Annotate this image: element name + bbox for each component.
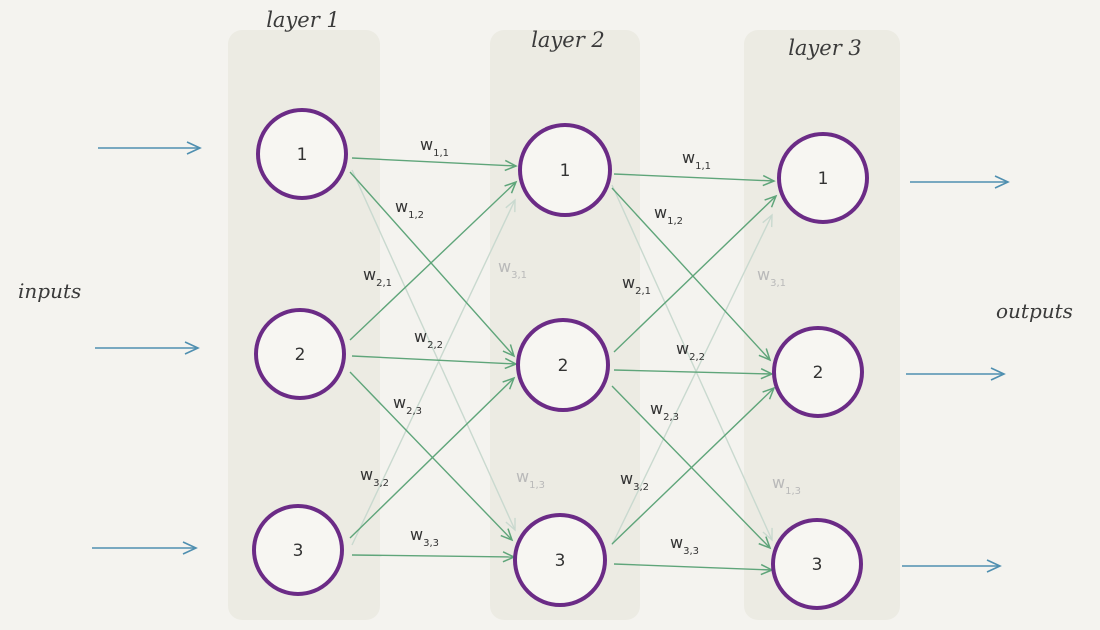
- node-1-1-label: 1: [297, 145, 308, 165]
- weight-label-2-2: w2,2: [414, 327, 443, 351]
- weight-arrow-3-2: [349, 376, 516, 539]
- weights-layer1-layer2: [349, 157, 518, 563]
- weight-label-3-3: w3,3: [410, 525, 439, 549]
- weight-label-b-2-3: w2,3: [650, 399, 679, 423]
- inputs-label: inputs: [18, 279, 81, 303]
- weight-label-1-2: w1,2: [395, 197, 424, 221]
- layer-3-title: layer 3: [788, 36, 862, 60]
- weight-label-b-3-3: w3,3: [670, 533, 699, 557]
- weight-label-faint-1-3: w1,3: [516, 467, 545, 491]
- weight-arrow-faint-1-3-1: [351, 198, 516, 546]
- node-1-3: [252, 504, 344, 596]
- layer-2-title: layer 2: [531, 28, 605, 52]
- node-3-3-label: 3: [812, 555, 823, 575]
- weight-arrow-faint-2-3-1: [611, 213, 773, 546]
- node-1-1: [256, 108, 348, 200]
- layer-1-nodes: 1 2 3: [252, 108, 348, 596]
- node-1-2: [254, 308, 346, 400]
- weight-arrow-2-1: [349, 180, 518, 341]
- node-2-2: [516, 318, 610, 412]
- weight-label-b-2-2: w2,2: [676, 339, 705, 363]
- weight-arrow-b-1-2: [611, 187, 772, 362]
- weights-layer2-layer3: [611, 173, 778, 576]
- weight-arrow-faint-1-1-3: [351, 169, 516, 532]
- node-3-1: [777, 132, 869, 224]
- node-1-3-label: 3: [293, 541, 304, 561]
- layer-3-nodes: 1 2 3: [771, 132, 869, 610]
- weight-arrow-b-1-1: [613, 173, 776, 187]
- weight-arrow-b-2-1: [613, 194, 778, 353]
- weight-label-b-1-2: w1,2: [654, 203, 683, 227]
- weight-label-1-1: w1,1: [420, 135, 449, 159]
- weight-arrow-b-3-2: [611, 386, 776, 545]
- weight-arrow-b-3-3: [613, 563, 774, 576]
- node-2-1-label: 1: [560, 161, 571, 181]
- weight-arrow-b-2-2: [613, 368, 774, 380]
- layer-2-nodes: 1 2 3: [513, 123, 612, 607]
- weight-label-b-faint-1-3: w1,3: [772, 473, 801, 497]
- weight-arrow-1-1: [351, 157, 518, 172]
- node-3-1-label: 1: [818, 169, 829, 189]
- node-3-2-label: 2: [813, 363, 824, 383]
- node-2-1: [518, 123, 612, 217]
- weight-label-b-faint-3-1: w3,1: [757, 265, 786, 289]
- weight-label-3-2: w3,2: [360, 465, 389, 489]
- weight-label-faint-3-1: w3,1: [498, 257, 527, 281]
- node-2-2-label: 2: [558, 356, 569, 376]
- weight-arrow-faint-2-1-3: [611, 184, 773, 542]
- node-3-3: [771, 518, 863, 610]
- weight-label-b-1-1: w1,1: [682, 148, 711, 172]
- weight-label-b-2-1: w2,1: [622, 273, 651, 297]
- node-1-2-label: 2: [295, 345, 306, 365]
- weight-label-2-3: w2,3: [393, 393, 422, 417]
- node-3-2: [772, 326, 864, 418]
- weight-label-2-1: w2,1: [363, 265, 392, 289]
- layer-1-title: layer 1: [266, 8, 340, 32]
- node-2-3-label: 3: [555, 551, 566, 571]
- weight-arrow-2-2: [351, 355, 518, 370]
- outputs-label: outputs: [996, 299, 1073, 323]
- weight-arrow-1-2: [349, 171, 516, 358]
- weight-label-b-3-2: w3,2: [620, 469, 649, 493]
- weight-arrow-2-3: [349, 371, 514, 542]
- node-2-3: [513, 513, 607, 607]
- weight-arrow-3-3: [351, 551, 516, 563]
